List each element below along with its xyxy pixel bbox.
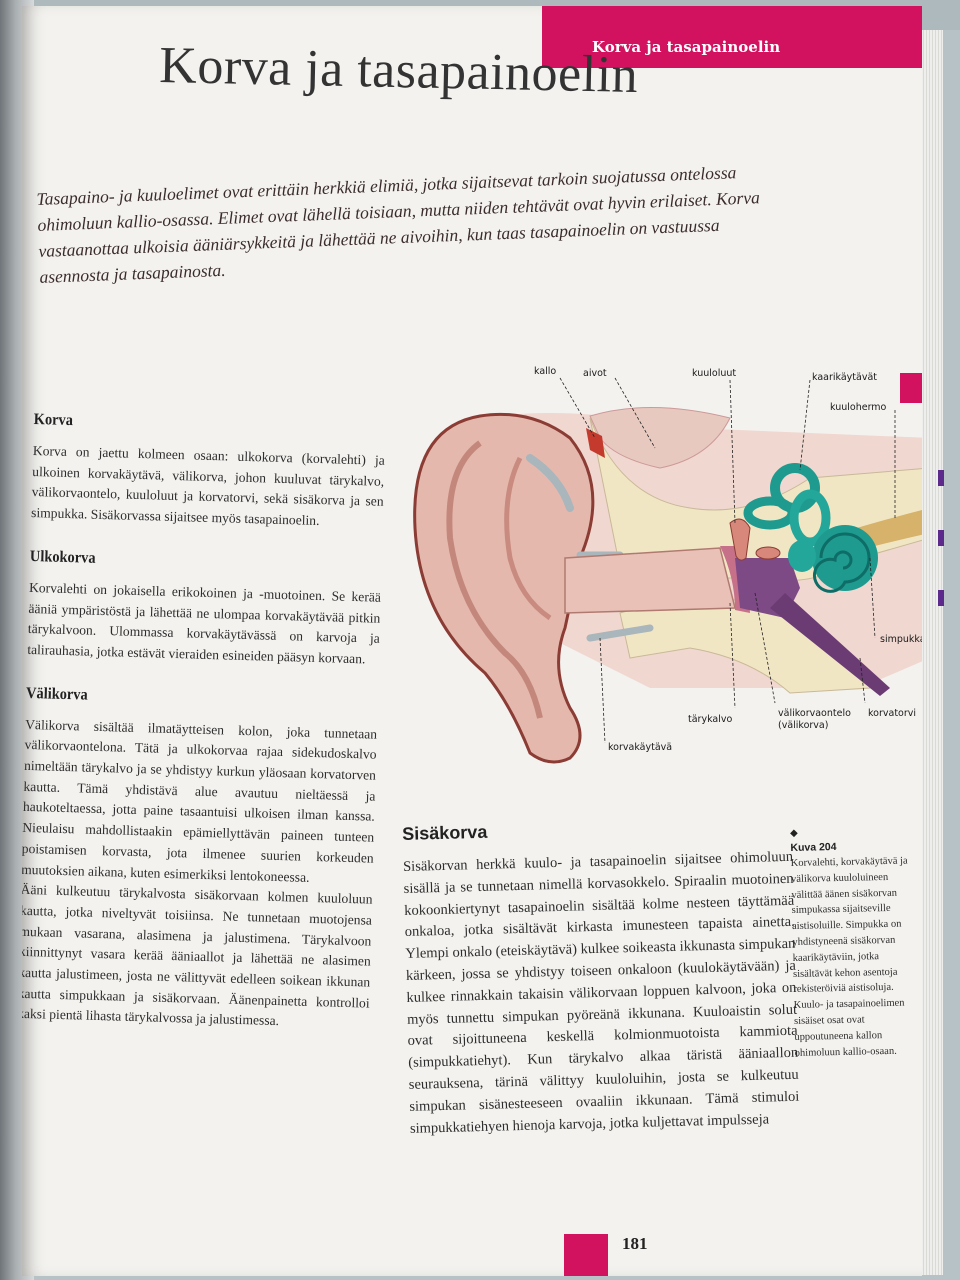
label-kallo: kallo bbox=[534, 366, 556, 377]
heading-ulkokorva: Ulkokorva bbox=[29, 547, 96, 567]
label-simpukka: simpukka bbox=[880, 634, 922, 645]
label-aivot: aivot bbox=[583, 368, 607, 379]
figure-caption: ◆ Kuva 204 Korvalehti, korvakäytävä ja v… bbox=[790, 826, 913, 1062]
cartilage-lower bbox=[586, 624, 654, 642]
label-kaarikaytavat: kaarikäytävät bbox=[812, 372, 877, 383]
edge-thumb-tab bbox=[938, 590, 944, 606]
edge-thumb-tab bbox=[938, 470, 944, 486]
label-korvakaytava: korvakäytävä bbox=[608, 742, 672, 753]
stapes bbox=[755, 546, 781, 560]
caption-text: Korvalehti, korvakäytävä ja välikorva ku… bbox=[790, 855, 908, 1059]
paragraph-korva: Korva on jaettu kolmeen osaan: ulkokorva… bbox=[30, 442, 385, 529]
heading-valikorva: Välikorva bbox=[25, 684, 88, 704]
section-sisakorva: Sisäkorva Sisäkorvan herkkä kuulo- ja ta… bbox=[402, 814, 800, 1140]
heading-sisakorva: Sisäkorva bbox=[402, 821, 488, 844]
skull-layer bbox=[586, 428, 605, 458]
label-korvatorvi: korvatorvi bbox=[868, 708, 916, 719]
paragraph-valikorva-1: Välikorva sisältää ilmatäytteisen kolon,… bbox=[22, 716, 378, 885]
edge-thumb-tab bbox=[938, 530, 944, 546]
paragraph-ulkokorva: Korvalehti on jokaisella erikokoinen ja … bbox=[27, 579, 382, 667]
ear-anatomy-diagram: kallo aivot kuuloluut kaarikäytävät kuul… bbox=[413, 366, 922, 764]
label-valikorva: (välikorva) bbox=[778, 720, 828, 731]
page-number-bar bbox=[564, 1234, 608, 1276]
section-tab-marker bbox=[900, 373, 922, 403]
label-valikorvaontelo: välikorvaontelo bbox=[778, 708, 851, 719]
antihelix-ridge bbox=[504, 456, 552, 621]
caption-title: Kuva 204 bbox=[790, 841, 837, 854]
label-kuulohermo: kuulohermo bbox=[830, 402, 887, 413]
intro-paragraph: Tasapaino- ja kuuloelimet ovat erittäin … bbox=[36, 162, 761, 287]
cochlea-spiral bbox=[812, 532, 871, 593]
book-page: Korva ja tasapainoelin Korva ja tasapain… bbox=[22, 6, 922, 1276]
semicircular-canal bbox=[789, 489, 831, 547]
auricle bbox=[413, 412, 595, 764]
label-tarykalvo: tärykalvo bbox=[688, 714, 732, 725]
page-number: 181 bbox=[622, 1234, 648, 1253]
eustachian-tube bbox=[770, 593, 890, 696]
paragraph-valikorva-2: Ääni kulkeutuu tärykalvosta sisäkorvaan … bbox=[22, 882, 373, 1029]
ear-canal bbox=[564, 547, 736, 614]
left-column: Korva Korva on jaettu kolmeen osaan: ulk… bbox=[22, 411, 386, 1059]
cartilage-upper bbox=[526, 454, 574, 512]
vestibule bbox=[788, 540, 816, 572]
brain-region bbox=[589, 407, 731, 469]
heading-korva: Korva bbox=[33, 411, 74, 430]
paragraph-sisakorva: Sisäkorvan herkkä kuulo- ja tasapainoeli… bbox=[402, 848, 800, 1137]
leader-lines bbox=[559, 377, 896, 744]
label-kuuloluut: kuuloluut bbox=[692, 368, 736, 379]
helix-ridge bbox=[446, 440, 543, 719]
page-title: Korva ja tasapainoelin bbox=[158, 36, 639, 105]
ossicles bbox=[729, 518, 751, 561]
caption-diamond-icon: ◆ bbox=[790, 827, 798, 839]
running-head: Korva ja tasapainoelin bbox=[542, 6, 922, 68]
